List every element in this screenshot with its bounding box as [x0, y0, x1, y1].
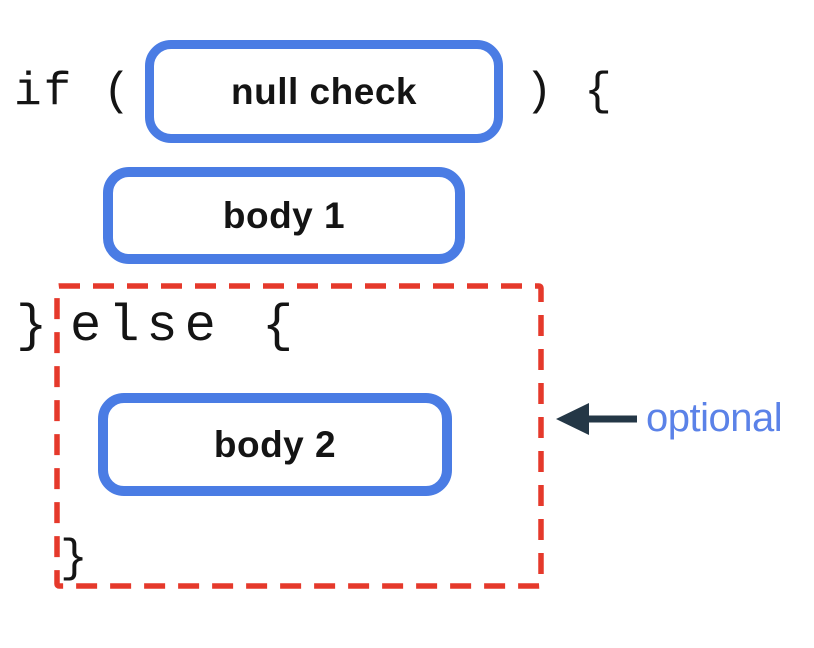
- condition-node: null check: [145, 40, 503, 143]
- code-else-keyword: else: [70, 297, 223, 356]
- arrow-head: [556, 403, 589, 435]
- arrow-tail: [586, 415, 637, 423]
- body1-node-label: body 1: [222, 194, 346, 236]
- code-else-close-brace: }: [16, 297, 50, 356]
- code-if-open: if (: [14, 66, 133, 118]
- condition-node-label: null check: [231, 70, 417, 112]
- left-arrow-icon: [556, 403, 637, 435]
- code-final-close-brace: }: [60, 533, 88, 585]
- body2-node-label: body 2: [213, 423, 337, 465]
- body2-node: body 2: [98, 393, 452, 496]
- optional-annotation-label: optional: [646, 396, 783, 440]
- body1-node: body 1: [103, 167, 465, 264]
- code-if-close: ) {: [525, 66, 614, 118]
- code-else-open-brace: {: [262, 297, 296, 356]
